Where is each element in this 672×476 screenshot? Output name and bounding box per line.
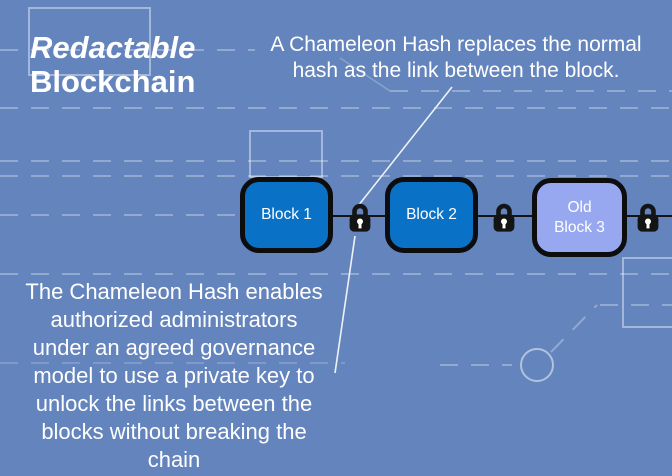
bottom-annotation-line: blocks without breaking the — [41, 419, 307, 444]
page-title: Redactable Blockchain — [30, 31, 195, 99]
top-annotation: A Chameleon Hash replaces the normal has… — [240, 32, 672, 84]
bottom-annotation-line: The Chameleon Hash enables — [25, 279, 323, 304]
padlock-icon-1 — [349, 203, 371, 232]
old-block-3-label: Old — [567, 198, 592, 216]
bottom-annotation: The Chameleon Hash enables authorized ad… — [0, 278, 348, 474]
block-1-label: Block 1 — [261, 206, 312, 223]
block-2: Block 2 — [385, 177, 478, 253]
block-1: Block 1 — [240, 177, 333, 253]
old-block-3-label-2: Block 3 — [554, 218, 605, 236]
chain-link-line — [290, 215, 672, 217]
bottom-annotation-line: under an agreed governance — [32, 335, 316, 360]
padlock-icon-3 — [637, 203, 659, 232]
bottom-annotation-line: model to use a private key to — [33, 363, 315, 388]
title-line-blockchain: Blockchain — [30, 64, 196, 99]
old-block-3: Old Block 3 — [532, 178, 627, 257]
bottom-annotation-line: authorized administrators — [50, 307, 298, 332]
top-annotation-line: hash as the link between the block. — [292, 59, 620, 82]
title-line-redactable: Redactable — [30, 30, 196, 65]
top-annotation-line: A Chameleon Hash replaces the normal — [270, 33, 642, 56]
bottom-annotation-line: chain — [147, 447, 201, 472]
bottom-annotation-line: unlock the links between the — [35, 391, 313, 416]
padlock-icon-2 — [493, 203, 515, 232]
block-2-label: Block 2 — [406, 206, 457, 223]
